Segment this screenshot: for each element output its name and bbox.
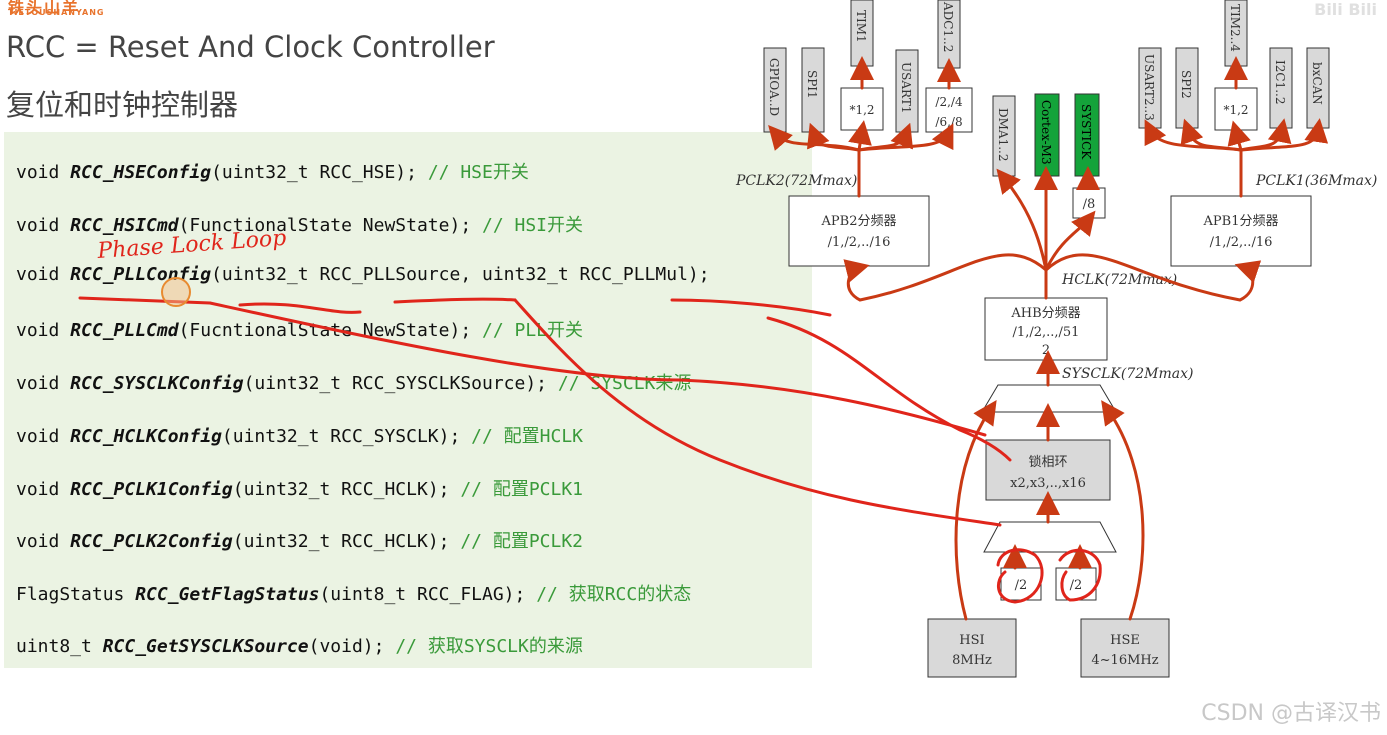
- adc-div-2: /6,/8: [935, 115, 962, 129]
- code-line: FlagStatus RCC_GetFlagStatus(uint8_t RCC…: [16, 584, 692, 605]
- csdn-watermark: CSDN @古译汉书: [1201, 701, 1381, 726]
- periph-usart23-label: USART2..3: [1142, 54, 1156, 121]
- code-line: void RCC_PCLK1Config(uint32_t RCC_HCLK);…: [16, 479, 584, 500]
- code-line: void RCC_PLLCmd(FucntionalState NewState…: [16, 320, 584, 341]
- apb1-div: /1,/2,../16: [1210, 235, 1273, 250]
- adc-div-1: /2,/4: [935, 95, 963, 109]
- pll-mul: x2,x3,..,x16: [1010, 476, 1086, 491]
- ahb-label: AHB分频器: [1010, 306, 1080, 321]
- pll-block: [985, 439, 1111, 501]
- logo: 铁头山羊 TIETOUSHANYANG: [8, 0, 140, 20]
- div2-left: /2: [1015, 578, 1028, 593]
- page-subtitle: 复位和时钟控制器: [6, 88, 239, 122]
- div8-label: /8: [1083, 197, 1096, 212]
- code-line: void RCC_HSICmd(FunctionalState NewState…: [16, 215, 584, 236]
- tim2-mul: *1,2: [1223, 103, 1248, 117]
- periph-usart1-label: USART1: [899, 62, 913, 113]
- hsi-label: HSI: [959, 633, 984, 648]
- ahb-div-cont: 2: [1042, 343, 1050, 358]
- hse-block: [1080, 618, 1170, 678]
- hsi-freq: 8MHz: [952, 653, 992, 668]
- logo-sub: TIETOUSHANYANG: [8, 8, 105, 17]
- div2-right: /2: [1070, 578, 1083, 593]
- page-title: RCC = Reset And Clock Controller: [6, 30, 495, 64]
- periph-cortex-label: Cortex-M3: [1039, 100, 1053, 165]
- periph-dma-label: DMA1..2: [996, 108, 1010, 161]
- apb2-prescaler: [788, 195, 930, 267]
- hsi-block: [927, 618, 1017, 678]
- periph-tim1-label: TIM1: [854, 10, 868, 43]
- apb1-label: APB1分频器: [1203, 214, 1279, 229]
- bilibili-watermark: Bili Bili: [1314, 0, 1377, 19]
- code-line: void RCC_PLLConfig(uint32_t RCC_PLLSourc…: [16, 264, 710, 285]
- code-block: void RCC_HSEConfig(uint32_t RCC_HSE); //…: [4, 132, 812, 668]
- code-line: void RCC_HSEConfig(uint32_t RCC_HSE); //…: [16, 162, 529, 183]
- periph-can-label: bxCAN: [1310, 62, 1324, 105]
- code-line: void RCC_HCLKConfig(uint32_t RCC_SYSCLK)…: [16, 426, 584, 447]
- apb1-prescaler: [1170, 195, 1312, 267]
- clock-paths: [768, 56, 1329, 621]
- apb2-div: /1,/2,../16: [828, 235, 891, 250]
- logo-main: 铁头山羊: [8, 0, 81, 17]
- code-line: void RCC_SYSCLKConfig(uint32_t RCC_SYSCL…: [16, 373, 692, 394]
- periph-adc-label: ADC1..2: [941, 1, 955, 52]
- hse-freq: 4~16MHz: [1091, 653, 1158, 668]
- pll-source-mux: [983, 521, 1117, 553]
- code-line: uint8_t RCC_GetSYSCLKSource(void); // 获取…: [16, 636, 583, 657]
- pclk1-label: PCLK1(36Mmax): [1255, 173, 1377, 189]
- sysclk-label: SYSCLK(72Mmax): [1062, 366, 1193, 382]
- periph-tim24-label: TIM2..4: [1228, 4, 1242, 52]
- periph-spi2-label: SPI2: [1179, 70, 1193, 99]
- apb2-label: APB2分频器: [821, 214, 897, 229]
- ahb-div: /1,/2,..,/51: [1013, 325, 1080, 340]
- periph-spi1-label: SPI1: [805, 70, 819, 99]
- tim1-mul: *1,2: [849, 103, 874, 117]
- clock-tree-diagram: HSI 8MHz HSE 4~16MHz /2 /2 锁相环 x2,x3,..,…: [735, 0, 1377, 678]
- periph-systick: [1074, 93, 1100, 177]
- periph-gpio-label: GPIOA..D: [767, 58, 781, 116]
- periph-i2c-label: I2C1..2: [1273, 60, 1287, 104]
- periph-systick-label: SYSTICK: [1079, 104, 1093, 160]
- pll-label: 锁相环: [1028, 454, 1067, 470]
- code-line: void RCC_PCLK2Config(uint32_t RCC_HCLK);…: [16, 531, 584, 552]
- pclk2-label: PCLK2(72Mmax): [735, 173, 857, 189]
- hse-label: HSE: [1110, 633, 1140, 648]
- sysclk-mux: [981, 384, 1117, 413]
- hclk-label: HCLK(72Mmax): [1061, 272, 1177, 288]
